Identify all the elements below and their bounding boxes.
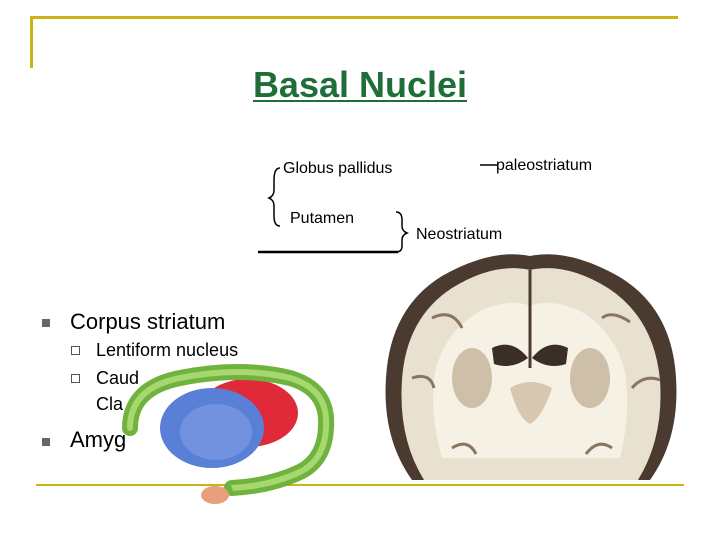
left-brace [269,168,280,226]
brain-coronal-section-image [372,248,690,480]
slide-title: Basal Nuclei [0,64,720,106]
sub-bullet-marker [71,374,80,383]
sub-item-claustrum: Cla [96,394,123,415]
right-brace [396,212,407,252]
bullet-amygdala: Amyg [70,427,126,453]
frame-left-line [30,16,33,68]
globus-pallidus-label: Globus pallidus [283,160,392,178]
bullet-marker [42,319,50,327]
paleostriatum-label: paleostriatum [496,157,592,175]
frame-top-line [30,16,678,19]
bullet-corpus-striatum: Corpus striatum [70,309,225,335]
basal-nuclei-illustration [120,358,340,508]
neostriatum-label: Neostriatum [416,226,502,244]
putamen-label: Putamen [290,210,354,228]
bullet-marker [42,438,50,446]
sub-bullet-marker [71,346,80,355]
